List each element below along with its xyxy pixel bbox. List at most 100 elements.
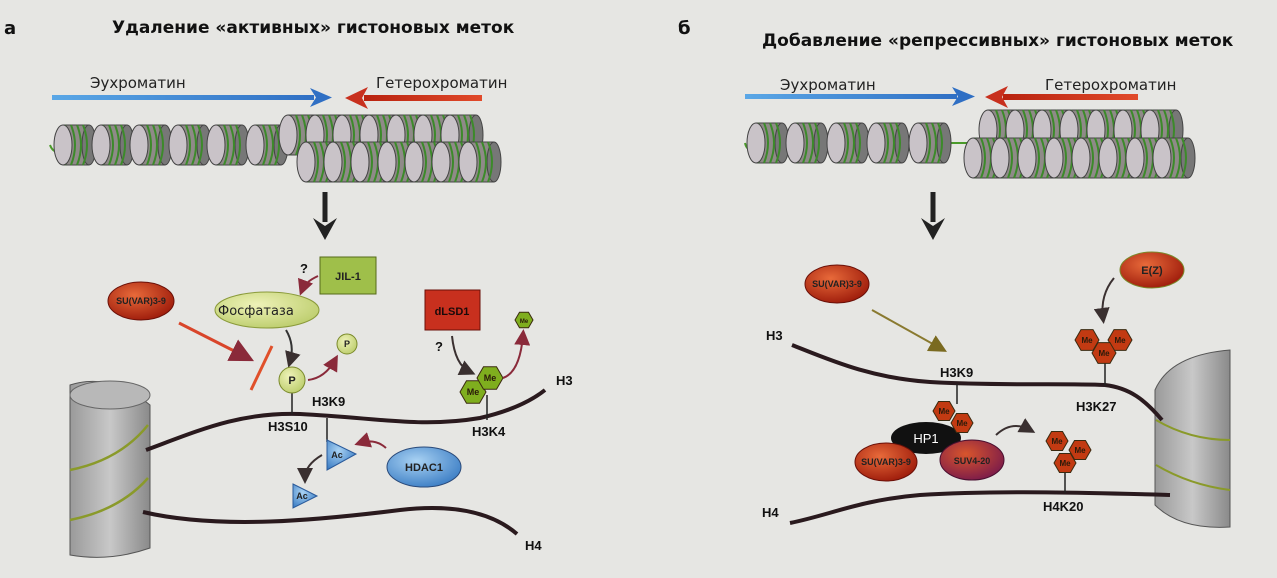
methyl-mark-label: Me <box>1114 336 1126 345</box>
dlsd1-demethylase <box>424 289 481 331</box>
h3-tail-b <box>791 343 1164 422</box>
methyl-mark-label: Me <box>1098 349 1110 358</box>
suvar3-9-bound <box>854 442 918 482</box>
nucleosome-cylinder-a <box>69 380 151 558</box>
hp1-label: HP1 <box>913 431 938 446</box>
methyl-mark: Me <box>950 413 974 433</box>
nucleosome <box>458 141 502 183</box>
euchromatin-label: Эухроматин <box>90 74 186 92</box>
released-phospho <box>336 333 358 355</box>
methyl-mark-label: Me <box>1074 446 1086 455</box>
suvar3-9-label-b: SU(VAR)3-9 <box>812 279 862 289</box>
euchromatin-arrow <box>52 88 332 107</box>
h3-tail-a <box>145 388 547 452</box>
panel-a-title: Удаление «активных» гистоновых меток <box>112 18 515 38</box>
nucleosome <box>53 124 97 166</box>
methyl-mark-label: Me <box>467 387 480 397</box>
methyl-mark: Me <box>932 401 956 421</box>
panel-letter-a: а <box>4 18 16 39</box>
methyl-mark-label: Me <box>956 419 968 428</box>
methyl-mark: Me <box>1091 342 1117 364</box>
dephosphorylation-arrow <box>307 354 338 381</box>
h3-label-b: H3 <box>766 328 783 343</box>
suvar3-9-bound-label: SU(VAR)3-9 <box>861 457 911 467</box>
hdac1-label: HDAC1 <box>405 462 443 474</box>
suvar-activation-arrow <box>178 321 255 362</box>
heterochromatin-arrow-b <box>985 86 1138 108</box>
question-mark-dlsd1: ? <box>435 339 443 354</box>
methyl-mark: Me <box>1107 329 1133 351</box>
suvar3-9-label-a: SU(VAR)3-9 <box>116 296 166 306</box>
h3k4-label: H3K4 <box>472 424 506 439</box>
h3s10-label: H3S10 <box>268 419 308 434</box>
nucleosome <box>866 122 910 164</box>
panel-b: б Добавление «репрессивных» гистоновых м… <box>678 18 1234 528</box>
hdac1-enzyme <box>386 446 462 488</box>
phosphatase-arrow <box>285 329 301 368</box>
nucleosome <box>746 122 790 164</box>
nucleosome <box>168 124 212 166</box>
hp1-protein <box>891 422 961 454</box>
methyl-mark: Me <box>1053 453 1077 473</box>
phosphatase-enzyme <box>214 291 320 329</box>
ez-label: E(Z) <box>1141 265 1163 277</box>
methyl-mark-label: Me <box>484 373 497 383</box>
released-acetyl <box>292 483 319 509</box>
jil1-kinase <box>319 256 377 295</box>
nucleosome <box>908 122 952 164</box>
down-arrow-head-a <box>313 218 337 240</box>
nucleosome <box>1152 137 1196 179</box>
jil1-arrow <box>298 275 319 296</box>
h3-label-a: H3 <box>556 373 573 388</box>
methyl-mark-label: Me <box>520 319 529 325</box>
suvar3-9-enzyme-a <box>107 281 175 321</box>
dlsd1-arrow <box>451 335 476 376</box>
ez-arrow <box>1093 277 1115 324</box>
phospho-mark <box>278 366 306 394</box>
question-mark-jil1: ? <box>300 261 308 276</box>
methyl-mark: Me <box>1045 431 1069 451</box>
nucleosome <box>826 122 870 164</box>
jil1-label: JIL-1 <box>335 271 361 283</box>
panel-letter-b: б <box>678 18 691 39</box>
chromatin-fiber-a <box>49 114 502 183</box>
h4-tail-b <box>789 490 1171 525</box>
methyl-mark: Me <box>1068 440 1092 460</box>
hdac1-arrow <box>354 432 387 449</box>
phospho-mark-label: P <box>288 375 295 387</box>
suv4-20-arrow <box>995 418 1036 436</box>
released-phospho-label: P <box>344 339 350 349</box>
h4k20-label: H4K20 <box>1043 499 1083 514</box>
methyl-mark: Me <box>476 366 504 390</box>
suvar-methylation-arrow <box>871 309 947 352</box>
suv4-20-enzyme <box>939 439 1005 481</box>
h3k9-label-a: H3K9 <box>312 394 345 409</box>
h4-label-a: H4 <box>525 538 542 553</box>
nucleosome <box>206 124 250 166</box>
heterochromatin-label-b: Гетерохроматин <box>1045 76 1176 94</box>
inhibition-bar <box>249 345 274 391</box>
h4-tail-a <box>142 506 519 536</box>
dlsd1-label: dLSD1 <box>435 306 470 318</box>
deacetylation-arrow <box>297 454 323 484</box>
suv4-20-label: SUV4-20 <box>954 456 991 466</box>
h3k27-label: H3K27 <box>1076 399 1116 414</box>
heterochromatin-arrow <box>345 87 482 109</box>
suvar3-9-enzyme-b <box>804 264 870 304</box>
methyl-mark-label: Me <box>1051 437 1063 446</box>
h3k9-label-b: H3K9 <box>940 365 973 380</box>
acetyl-mark <box>326 439 358 471</box>
panel-a: а Удаление «активных» гистоновых меток Э… <box>4 18 573 558</box>
released-acetyl-label: Ac <box>296 491 308 501</box>
chromatin-fiber-b <box>744 109 1196 179</box>
heterochromatin-label: Гетерохроматин <box>376 74 507 92</box>
methyl-mark-label: Me <box>1059 459 1071 468</box>
ez-enzyme <box>1119 251 1185 289</box>
h4-label-b: H4 <box>762 505 779 520</box>
